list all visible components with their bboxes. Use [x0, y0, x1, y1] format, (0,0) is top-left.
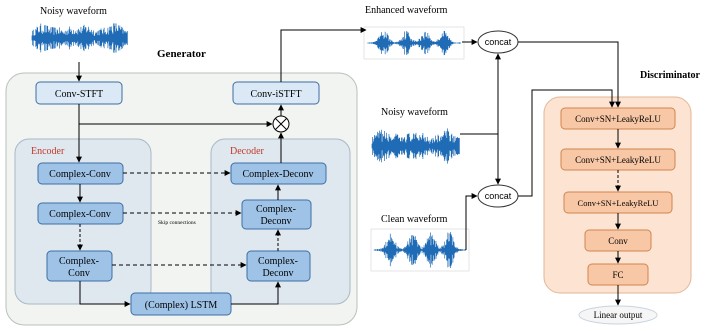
disc-conv-sn-leakyrelu-3-label: Conv+SN+LeakyReLU — [578, 198, 659, 208]
encoder-complex-conv-1-label: Complex-Conv — [49, 169, 111, 180]
encoder-complex-conv-2-label: Complex-Conv — [49, 209, 111, 220]
arrow-concat-top-to-disc — [518, 41, 621, 108]
disc-conv-sn-leakyrelu-1-label: Conv+SN+LeakyReLU — [575, 114, 661, 124]
skip-connections-label: Skip connections — [158, 220, 196, 226]
noisy-waveform-mid-label: Noisy waveform — [381, 107, 448, 118]
encoder-complex-conv-3-label-line1: Complex- — [59, 256, 99, 267]
concat-node-top-label: concat — [485, 37, 512, 47]
conv-stft-label: Conv-STFT — [55, 89, 103, 100]
clean-waveform — [370, 228, 470, 272]
decoder-complex-deconv-2-label-line1: Complex- — [256, 204, 296, 215]
linear-output-node — [578, 305, 658, 325]
arrow-clean-to-concat — [465, 193, 478, 250]
arrow-enc3-to-lstm — [79, 281, 131, 307]
decoder-complex-deconv-3-label-line1: Complex- — [258, 256, 298, 267]
connections — [76, 27, 621, 307]
decoder-complex-deconv-1 — [230, 162, 327, 185]
noisy-waveform-top — [31, 23, 128, 53]
waveform-trace — [371, 128, 460, 164]
complex-lstm-label: (Complex) LSTM — [145, 300, 218, 311]
disc-fc-label: FC — [612, 270, 623, 280]
disc-conv-label: Conv — [608, 236, 628, 246]
noisy-waveform-mid — [371, 128, 460, 164]
decoder-complex-deconv-2-label-line2: Deconv — [260, 216, 291, 227]
discriminator-title: Discriminator — [640, 70, 701, 81]
noisy-waveform-top-label: Noisy waveform — [40, 6, 107, 17]
waveform-trace — [373, 232, 466, 268]
decoder-complex-deconv-3-label-line2: Deconv — [262, 268, 293, 279]
arrow-concat-bottom-to-disc — [518, 89, 615, 197]
enhanced-waveform — [363, 26, 465, 60]
decoder-complex-deconv-2 — [241, 199, 312, 230]
clean-waveform-label: Clean waveform — [381, 214, 448, 225]
waveform-trace — [366, 30, 461, 56]
decoder-complex-deconv-1-label: Complex-Deconv — [242, 169, 313, 180]
concat-node-bottom-label: concat — [485, 191, 512, 201]
generator-title: Generator — [157, 48, 206, 60]
arrow-lstm-to-dec3 — [231, 281, 281, 305]
encoder-title: Encoder — [31, 146, 65, 157]
multiply-cross-2 — [275, 118, 287, 130]
disc-conv-sn-leakyrelu-2-label: Conv+SN+LeakyReLU — [575, 155, 661, 165]
conv-istft-block — [232, 81, 320, 105]
conv-istft-label: Conv-iSTFT — [250, 89, 301, 100]
arrow-istft-to-enhanced — [280, 27, 367, 82]
enhanced-waveform-label: Enhanced waveform — [365, 5, 448, 16]
decoder-title: Decoder — [230, 146, 265, 157]
encoder-complex-conv-3-label-line2: Conv — [68, 268, 90, 279]
linear-output-label: Linear output — [594, 310, 643, 320]
waveform-trace — [31, 23, 128, 53]
